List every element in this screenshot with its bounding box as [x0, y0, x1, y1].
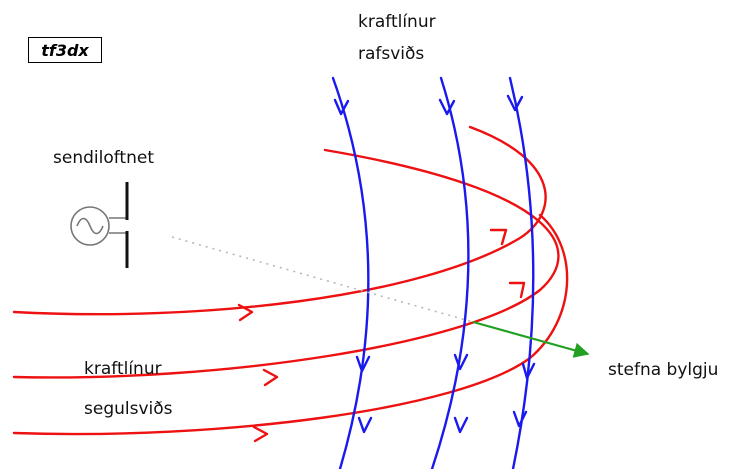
electric-field-label-line2: rafsviðs — [358, 44, 425, 64]
magnetic-line-2 — [12, 148, 560, 379]
electric-field-label-line1: kraftlínur — [358, 12, 436, 32]
electric-arrow — [355, 355, 371, 373]
electric-arrow — [453, 353, 469, 371]
electric-line-2 — [430, 76, 470, 469]
magnetic-field-lines — [12, 125, 569, 436]
electric-line-1 — [331, 76, 370, 469]
propagation-direction-arrow — [472, 320, 590, 358]
antenna-symbol — [70, 182, 129, 268]
electric-arrow — [512, 410, 528, 428]
magnetic-arrow — [262, 368, 279, 387]
magnetic-line-1 — [12, 125, 547, 316]
tag-label: tf3dx — [28, 37, 102, 63]
magnetic-line-3 — [12, 213, 569, 436]
magnetic-arrow — [489, 228, 508, 246]
electric-arrow — [357, 416, 373, 434]
sine-wave-icon — [76, 217, 104, 235]
electric-arrow — [453, 416, 469, 434]
electric-arrow — [438, 98, 456, 116]
magnetic-arrow — [237, 303, 254, 322]
magnetic-arrow — [508, 281, 526, 299]
electric-arrow — [333, 98, 350, 116]
magnetic-arrow — [252, 425, 269, 443]
electric-arrowheads — [333, 94, 536, 434]
antenna-label: sendiloftnet — [53, 148, 154, 168]
electric-field-lines — [331, 76, 535, 469]
propagation-dotted-path — [171, 236, 474, 323]
electric-arrow — [521, 362, 536, 380]
electric-line-3 — [508, 76, 535, 469]
propagation-direction-label: stefna bylgju — [608, 360, 719, 380]
magnetic-field-label-line1: kraftlínur — [84, 359, 162, 379]
electric-arrow — [506, 94, 524, 112]
magnetic-arrowheads — [237, 228, 526, 443]
magnetic-field-label-line2: segulsviðs — [84, 399, 173, 419]
